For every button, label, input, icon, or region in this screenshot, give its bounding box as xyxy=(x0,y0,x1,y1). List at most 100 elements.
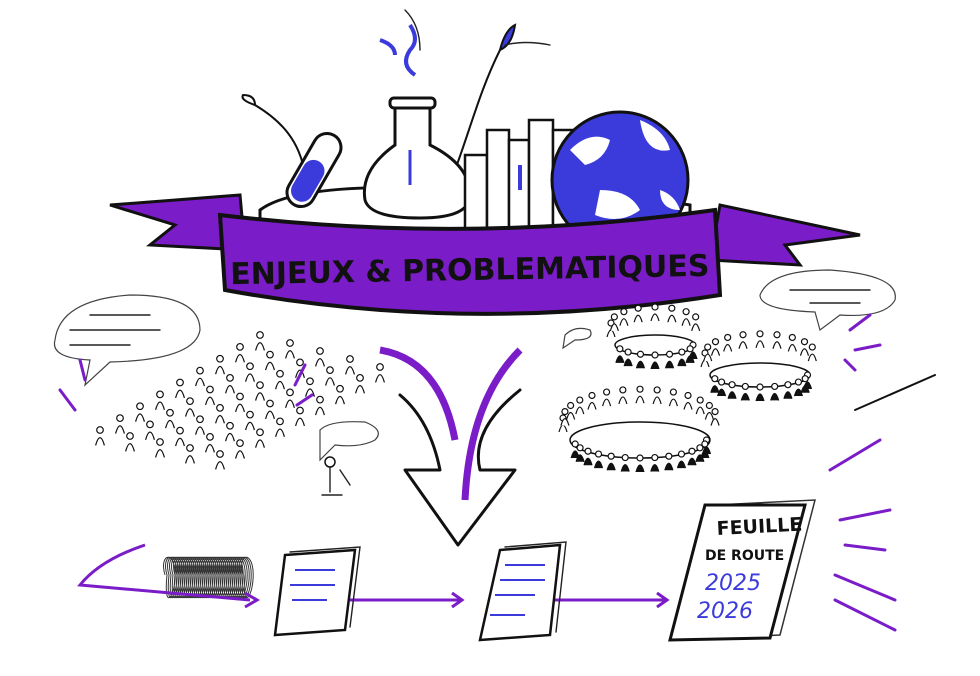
person-figure xyxy=(155,390,165,410)
person-figure xyxy=(255,428,265,448)
person-figure xyxy=(335,384,345,405)
person-figure xyxy=(215,354,225,375)
person-figure xyxy=(691,313,701,332)
person-figure xyxy=(255,381,265,401)
person-figure xyxy=(205,432,215,453)
banner xyxy=(217,207,723,316)
audience-crowd xyxy=(95,331,385,470)
person-figure xyxy=(695,444,705,462)
person-figure xyxy=(618,386,628,405)
person-figure xyxy=(681,308,691,326)
person-figure xyxy=(195,366,205,387)
person-figure xyxy=(275,369,285,390)
plant-right xyxy=(454,23,551,171)
roadmap-line1: FEUILLE xyxy=(716,514,803,540)
person-figure xyxy=(225,421,235,442)
roadmap-year2: 2026 xyxy=(697,599,753,624)
person-figure xyxy=(650,303,660,322)
timeline-arrow xyxy=(77,543,670,609)
person-figure xyxy=(255,331,265,351)
roadmap-book: FEUILLE DE ROUTE 2025 2026 xyxy=(668,499,816,642)
person-figure xyxy=(783,381,793,399)
speech-bubble-right xyxy=(759,269,896,332)
person-figure xyxy=(793,378,804,397)
person-figure xyxy=(687,447,697,466)
person-figure xyxy=(315,395,325,416)
person-figure xyxy=(583,447,593,466)
person-figure xyxy=(727,381,737,399)
person-figure xyxy=(620,453,630,472)
person-figure xyxy=(195,415,205,435)
person-figure xyxy=(677,348,687,367)
roadmap-year1: 2025 xyxy=(705,571,761,596)
document-2 xyxy=(478,541,567,642)
person-figure xyxy=(185,397,195,417)
accent-strokes xyxy=(58,313,897,632)
globe-icon xyxy=(550,110,690,250)
merge-arrow xyxy=(379,346,523,547)
person-figure xyxy=(710,338,721,356)
person-figure xyxy=(245,362,255,382)
banner-tail-left xyxy=(109,193,247,252)
person-figure xyxy=(587,391,597,410)
person-figure xyxy=(265,350,275,371)
person-figure xyxy=(115,414,125,434)
person-figure xyxy=(710,375,720,393)
person-figure xyxy=(755,383,765,402)
person-figure xyxy=(575,396,585,415)
person-figure xyxy=(235,392,245,413)
person-figure xyxy=(185,444,195,464)
person-figure xyxy=(619,308,629,326)
person-figure xyxy=(716,378,727,397)
flask-icon xyxy=(362,96,472,220)
document-1 xyxy=(273,546,361,637)
person-figure xyxy=(375,363,385,383)
table xyxy=(709,362,811,388)
person-figure xyxy=(560,407,570,426)
person-figure xyxy=(738,331,748,349)
person-figure xyxy=(155,438,165,458)
person-figure xyxy=(593,450,604,469)
person-figure xyxy=(235,439,245,459)
banner-title: ENJEUX & PROBLEMATIQUES xyxy=(230,249,710,292)
person-figure xyxy=(635,385,645,404)
person-figure xyxy=(305,377,315,397)
person-figure xyxy=(345,355,355,375)
person-figure xyxy=(265,399,275,420)
person-figure xyxy=(609,313,619,332)
banner-tail-right xyxy=(708,203,861,267)
timeline-spiral xyxy=(163,557,254,599)
person-figure xyxy=(635,454,645,473)
person-figure xyxy=(145,420,155,440)
person-figure xyxy=(770,382,780,401)
person-figure xyxy=(787,333,797,352)
person-figure xyxy=(205,385,215,406)
person-figure xyxy=(315,347,325,367)
person-figure xyxy=(664,350,675,369)
plant-left xyxy=(241,93,306,176)
person-figure xyxy=(615,345,625,363)
spiral-coil xyxy=(163,557,254,599)
person-figure xyxy=(710,407,720,426)
roadmap-line2: DE ROUTE xyxy=(705,548,784,564)
person-figure xyxy=(235,342,245,363)
speaker-figure xyxy=(321,456,351,496)
person-figure xyxy=(175,378,185,399)
person-figure xyxy=(225,373,235,394)
person-figure xyxy=(135,402,145,422)
person-figure xyxy=(570,440,580,459)
person-figure xyxy=(165,408,175,429)
person-figure xyxy=(799,338,810,356)
person-figure xyxy=(723,333,733,352)
person-figure xyxy=(755,330,765,348)
person-figure xyxy=(215,450,225,470)
person-figure xyxy=(95,426,105,446)
person-figure xyxy=(807,343,817,362)
accent-line xyxy=(854,374,936,411)
vapor-icon xyxy=(379,9,421,77)
person-figure xyxy=(275,417,285,437)
person-figure xyxy=(355,373,365,394)
person-figure xyxy=(125,432,135,452)
person-figure xyxy=(664,452,674,471)
